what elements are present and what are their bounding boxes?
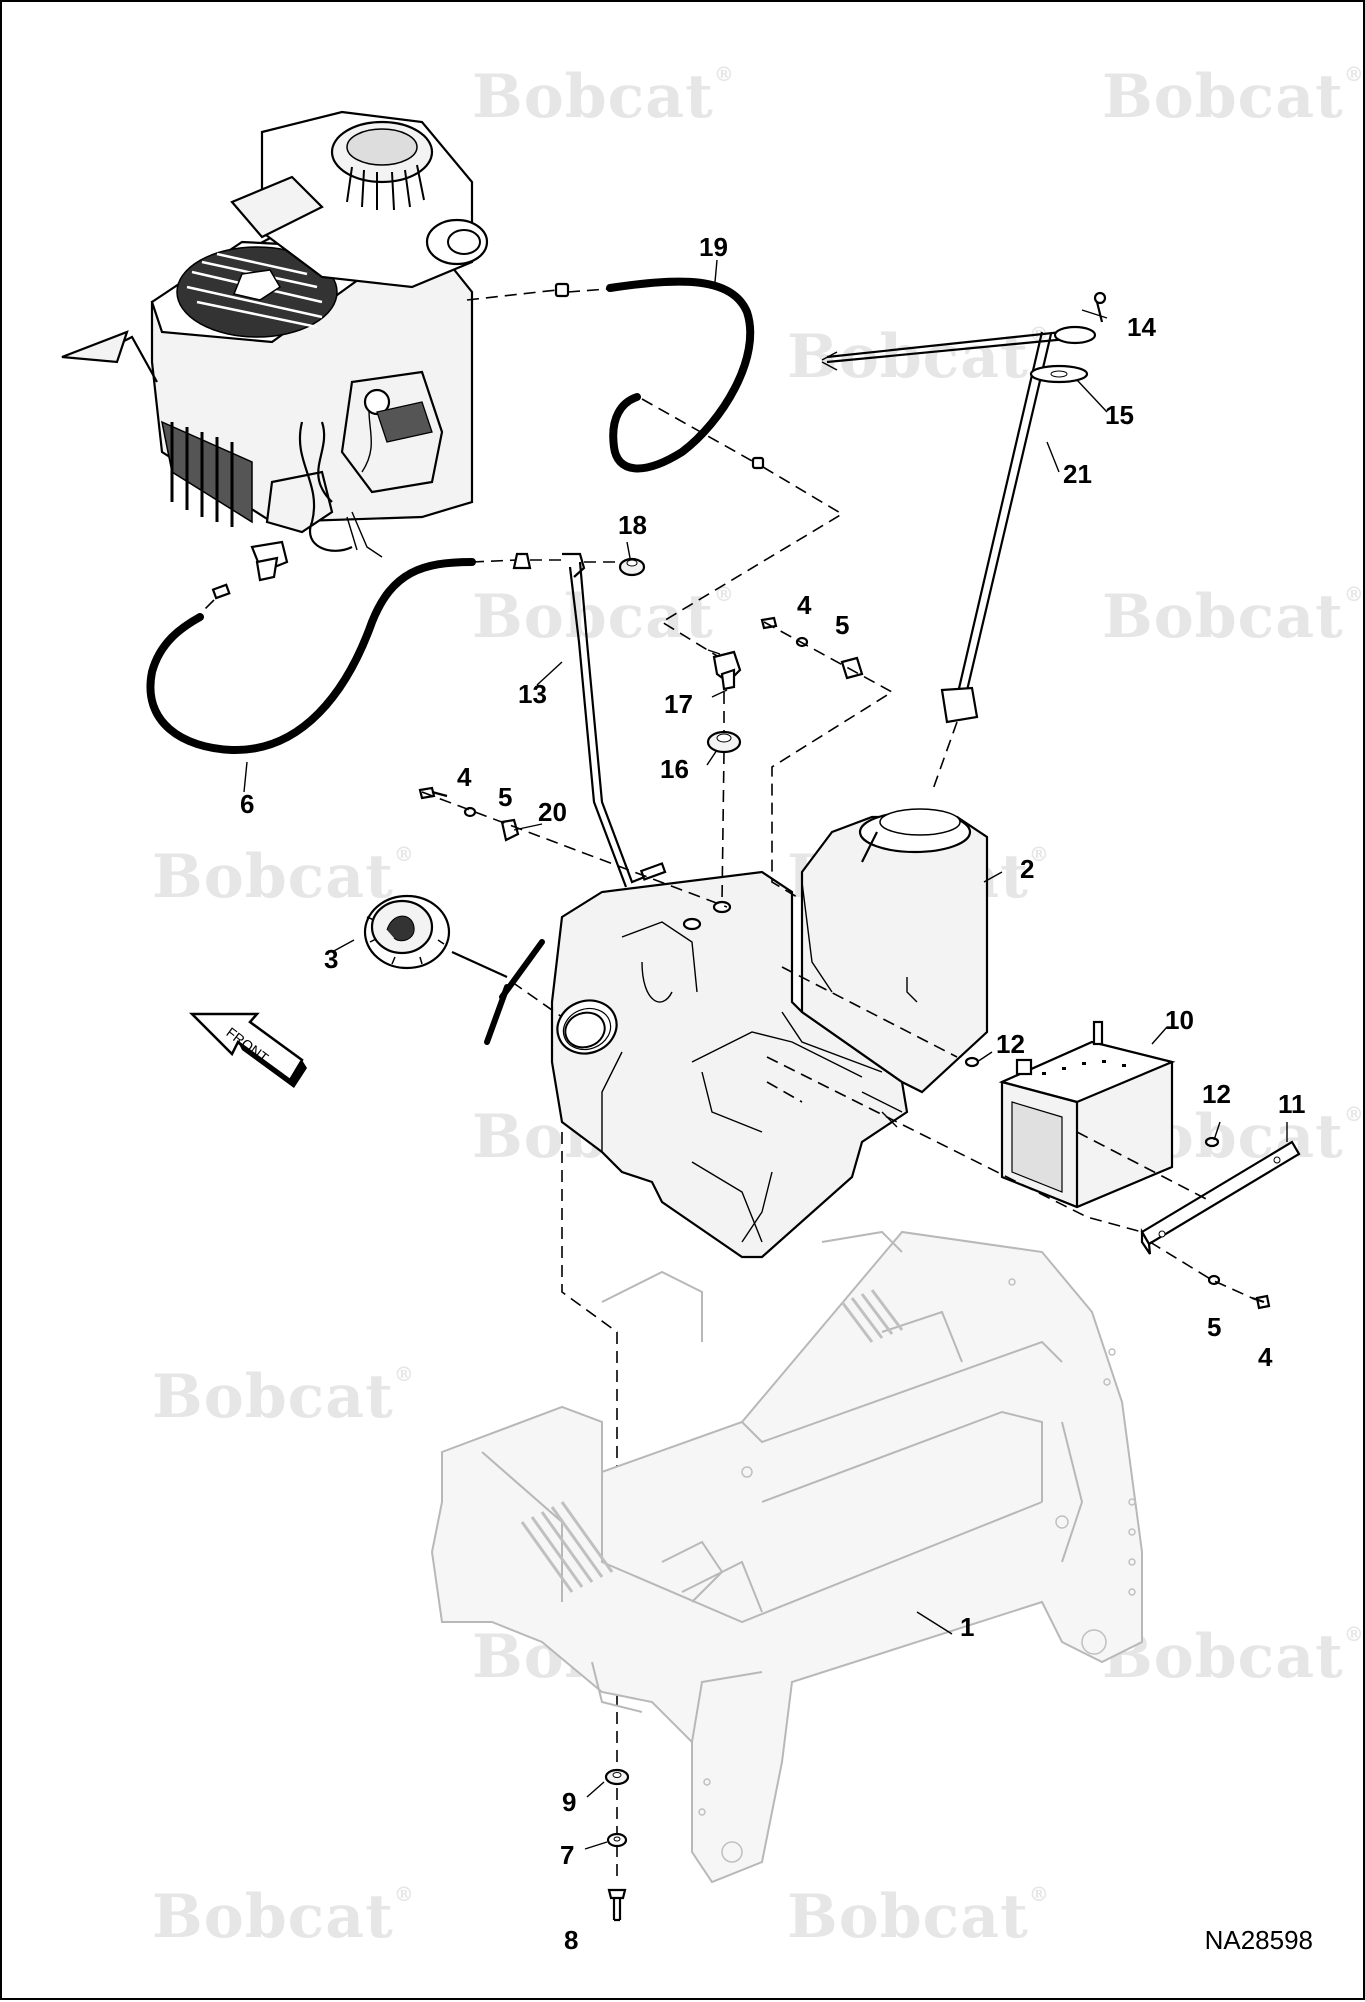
grommet-18 (618, 557, 646, 577)
battery (998, 1020, 1176, 1209)
watermark-bobcat-logo: Bobcat® (152, 1882, 415, 1952)
callout-1: 1 (960, 1612, 975, 1642)
drawing-number: NA28598 (1204, 1925, 1313, 1955)
callout-7: 7 (560, 1840, 575, 1870)
watermark-bobcat-logo: Bobcat® (787, 1882, 1050, 1952)
callout-5c: 5 (1207, 1312, 1222, 1342)
callout-10: 10 (1165, 1005, 1194, 1035)
callout-3: 3 (324, 944, 339, 974)
watermark-bobcat-logo: Bobcat® (1102, 62, 1365, 132)
callout-5b: 5 (835, 610, 850, 640)
fuel-cap (363, 894, 563, 1045)
callout-20: 20 (538, 797, 567, 827)
callout-leaders (243, 259, 1288, 1850)
watermark-bobcat-logo: Bobcat® (152, 1362, 415, 1432)
callout-12a: 12 (996, 1029, 1025, 1059)
callout-15: 15 (1105, 400, 1134, 430)
callout-11: 11 (1278, 1089, 1306, 1119)
battery-hold-down (1140, 1140, 1301, 1255)
fuel-pickup-tube (821, 291, 1107, 793)
callout-2: 2 (1020, 854, 1035, 884)
callout-19: 19 (699, 232, 728, 262)
callout-12b: 12 (1202, 1079, 1231, 1109)
callout-4a: 4 (457, 762, 472, 792)
engine-assembly (61, 110, 489, 600)
callout-8: 8 (564, 1925, 579, 1955)
watermark-bobcat-logo: Bobcat® (152, 842, 415, 912)
front-arrow: FRONT (188, 1012, 307, 1088)
callout-14: 14 (1127, 312, 1156, 342)
watermark-bobcat-logo: Bobcat® (1102, 582, 1365, 652)
hardware (418, 616, 1271, 1922)
watermark-bobcat-logo: Bobcat® (472, 62, 735, 132)
fuel-return-hose (466, 277, 844, 663)
callout-13: 13 (518, 679, 547, 709)
fuel-supply-hose (146, 552, 667, 888)
callout-9: 9 (562, 1787, 577, 1817)
callout-6: 6 (240, 789, 255, 819)
callout-4c: 4 (1258, 1342, 1273, 1372)
callout-21: 21 (1063, 459, 1092, 489)
callout-5a: 5 (498, 782, 513, 812)
callout-16: 16 (660, 754, 689, 784)
watermark-bobcat-logo: Bobcat® (472, 582, 735, 652)
callout-4b: 4 (797, 590, 812, 620)
fuel-tank (550, 808, 989, 1259)
callout-17: 17 (664, 689, 693, 719)
machine-frame (430, 1230, 1143, 1884)
callout-18: 18 (618, 510, 647, 540)
